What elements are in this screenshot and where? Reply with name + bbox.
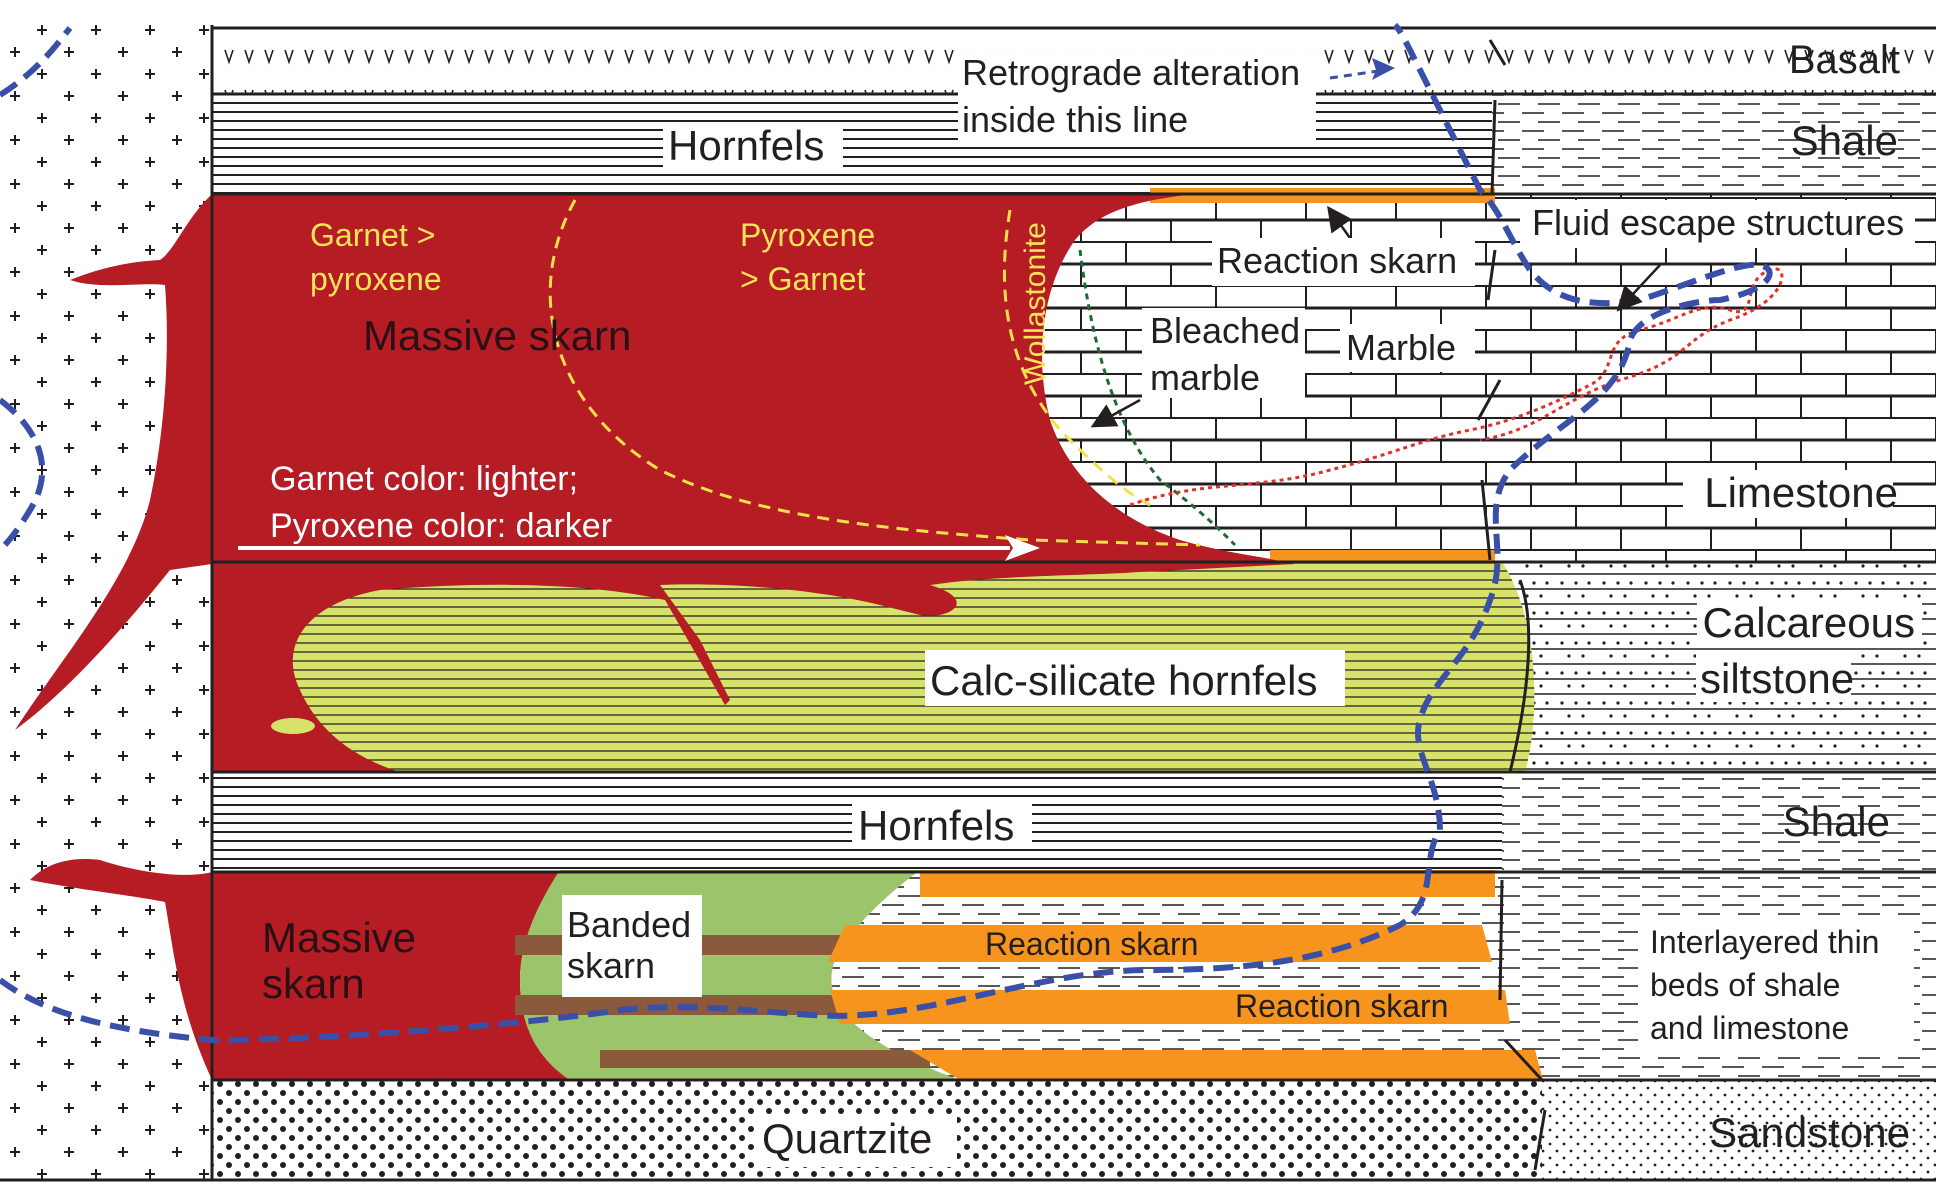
massive-skarn-middle-zone xyxy=(212,564,1295,772)
label-color-note-1: Garnet color: lighter; xyxy=(270,460,578,498)
right-contact-line xyxy=(1476,39,1547,1171)
bleached-arrow xyxy=(1090,398,1141,428)
label-reaction-skarn-upper: Reaction skarn xyxy=(1217,240,1457,281)
label-basalt: Basalt xyxy=(1789,38,1900,82)
label-calcareous-2: siltstone xyxy=(1700,655,1854,702)
color-trend-arrow xyxy=(238,535,1040,561)
label-interlayered-1: Interlayered thin xyxy=(1650,924,1879,960)
label-banded-1: Banded xyxy=(567,904,691,945)
label-garnet-gt-pyroxene-2: pyroxene xyxy=(310,261,442,297)
intrusion-dike-lower xyxy=(30,859,212,1080)
garnet-pyroxene-boundary xyxy=(548,199,1201,547)
shale-top-layer xyxy=(1492,94,1936,194)
label-massive-skarn-lower-2: skarn xyxy=(262,960,365,1007)
label-garnet-gt-pyroxene-1: Garnet > xyxy=(310,217,435,253)
label-reaction-skarn-lower-2: Reaction skarn xyxy=(1235,988,1448,1024)
label-interlayered-2: beds of shale xyxy=(1650,967,1840,1003)
retrograde-alteration-line xyxy=(0,22,1773,1044)
label-shale-top: Shale xyxy=(1791,117,1898,164)
label-wollastonite: Wollastonite xyxy=(1019,222,1052,385)
label-quartzite: Quartzite xyxy=(762,1115,932,1162)
retrograde-arrowhead xyxy=(1372,58,1395,80)
sandstone-layer xyxy=(1542,1080,1936,1180)
label-bleached-1: Bleached xyxy=(1150,310,1300,351)
reaction-skarn-lower-band-3 xyxy=(910,1050,1543,1080)
shale-mid-layer xyxy=(1502,772,1936,872)
reaction-skarn-arrow xyxy=(1327,205,1352,239)
label-pyroxene-gt-garnet-1: Pyroxene xyxy=(740,217,875,253)
label-interlayered-3: and limestone xyxy=(1650,1010,1849,1046)
reaction-skarn-lower-band-2 xyxy=(830,990,1510,1024)
label-reaction-skarn-lower-1: Reaction skarn xyxy=(985,926,1198,962)
fluid-escape-arrow xyxy=(1616,264,1661,312)
calc-silicate-hornfels-zone xyxy=(212,562,1535,772)
label-marble: Marble xyxy=(1346,327,1456,368)
massive-skarn-upper-zone xyxy=(212,194,1295,564)
label-color-note-2: Pyroxene color: darker xyxy=(270,507,612,545)
label-massive-skarn-upper: Massive skarn xyxy=(363,312,631,359)
label-limestone: Limestone xyxy=(1704,469,1898,516)
label-shale-mid: Shale xyxy=(1783,798,1890,845)
label-retrograde-1: Retrograde alteration xyxy=(962,52,1300,93)
label-fluid-escape: Fluid escape structures xyxy=(1532,202,1904,243)
label-massive-skarn-lower-1: Massive xyxy=(262,914,416,961)
wollastonite-boundary xyxy=(1002,209,1151,507)
label-pyroxene-gt-garnet-2: > Garnet xyxy=(740,261,866,297)
label-bleached-2: marble xyxy=(1150,357,1260,398)
label-backgrounds xyxy=(562,50,1922,1167)
label-retrograde-2: inside this line xyxy=(962,99,1188,140)
reaction-skarn-lower-zone xyxy=(920,870,1495,897)
intrusion-dikes xyxy=(15,194,212,730)
skarn-lens xyxy=(271,718,315,734)
reaction-skarn-lower-band-1 xyxy=(828,925,1492,962)
fluid-escape-path xyxy=(1129,267,1784,507)
layer-boundaries xyxy=(0,25,1936,1182)
label-calc-silicate-hornfels: Calc-silicate hornfels xyxy=(930,657,1317,704)
label-sandstone: Sandstone xyxy=(1709,1109,1910,1156)
label-calcareous-1: Calcareous xyxy=(1703,599,1915,646)
label-hornfels-mid: Hornfels xyxy=(858,802,1014,849)
label-banded-2: skarn xyxy=(567,945,655,986)
label-hornfels-top: Hornfels xyxy=(668,122,824,169)
